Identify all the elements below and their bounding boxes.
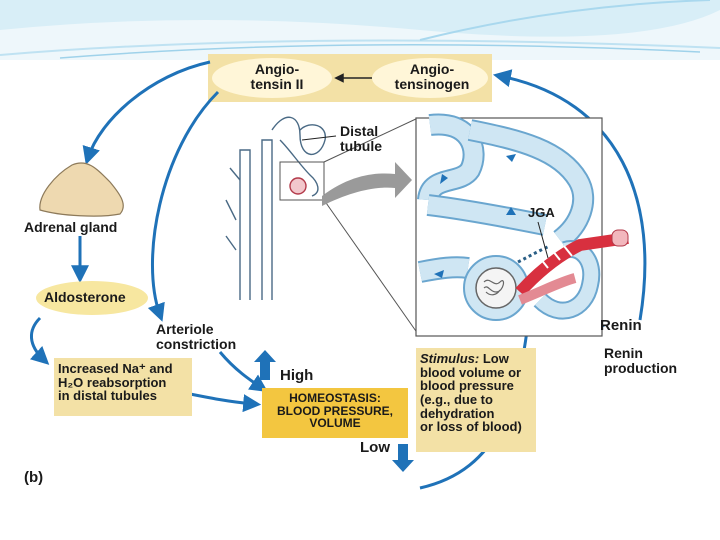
reabsorption-line-2: H₂O reabsorption: [58, 376, 173, 390]
reabsorption-line-1: Increased Na⁺ and: [58, 362, 173, 376]
stimulus-line-6: or loss of blood): [420, 420, 522, 434]
angiotensinogen-line-1: Angio-: [392, 62, 472, 77]
angiotensinogen-line-2: tensinogen: [392, 77, 472, 92]
high-label: High: [280, 368, 313, 384]
low-arrow: [392, 444, 414, 472]
nephron-sketch: [226, 117, 418, 334]
renin-production-label: Renin production: [604, 346, 677, 375]
low-label: Low: [360, 440, 390, 456]
distal-tubule-label: Distal tubule: [340, 124, 382, 153]
reabsorption-line-3: in distal tubules: [58, 389, 173, 403]
stimulus-label: Stimulus: Low blood volume or blood pres…: [420, 352, 522, 434]
stimulus-line-1: Stimulus: Low: [420, 352, 522, 366]
high-arrow: [254, 350, 276, 380]
gray-zoom-arrow: [322, 162, 412, 206]
stimulus-line-3: blood pressure: [420, 379, 522, 393]
jga-label: JGA: [528, 206, 555, 220]
adrenal-gland-label: Adrenal gland: [24, 220, 117, 235]
adrenal-gland-shape: [40, 163, 123, 216]
reabsorption-label: Increased Na⁺ and H₂O reabsorption in di…: [58, 362, 173, 403]
angiotensin-ii-line-2: tensin II: [242, 77, 312, 92]
stimulus-line-1-text: Low: [479, 351, 509, 366]
stimulus-heading: Stimulus:: [420, 351, 479, 366]
arteriole-line-2: constriction: [156, 337, 236, 352]
loop-angiotensin-to-adrenal: [88, 62, 210, 158]
arrow-aldosterone-to-reabsorption: [31, 318, 44, 360]
renin-label: Renin: [600, 318, 642, 334]
distal-tubule-line-2: tubule: [340, 139, 382, 154]
renin-production-line-1: Renin: [604, 346, 677, 361]
aldosterone-label: Aldosterone: [44, 290, 126, 305]
homeostasis-line-1: HOMEOSTASIS:: [262, 392, 408, 405]
loop-angiotensin-to-arteriole: [152, 92, 218, 315]
angiotensin-ii-label: Angio- tensin II: [242, 62, 312, 91]
angiotensin-ii-line-1: Angio-: [242, 62, 312, 77]
distal-tubule-pointer: [302, 136, 336, 140]
distal-tubule-line-1: Distal: [340, 124, 382, 139]
stimulus-line-4: (e.g., due to: [420, 393, 522, 407]
arteriole-line-1: Arteriole: [156, 322, 236, 337]
homeostasis-line-3: VOLUME: [262, 417, 408, 430]
renin-production-line-2: production: [604, 361, 677, 376]
panel-letter: (b): [24, 470, 43, 486]
homeostasis-label: HOMEOSTASIS: BLOOD PRESSURE, VOLUME: [262, 392, 408, 430]
arteriole-constriction-label: Arteriole constriction: [156, 322, 236, 351]
angiotensinogen-label: Angio- tensinogen: [392, 62, 472, 91]
stimulus-line-5: dehydration: [420, 407, 522, 421]
stimulus-line-2: blood volume or: [420, 366, 522, 380]
arrow-arteriole-to-homeostasis: [220, 352, 262, 388]
